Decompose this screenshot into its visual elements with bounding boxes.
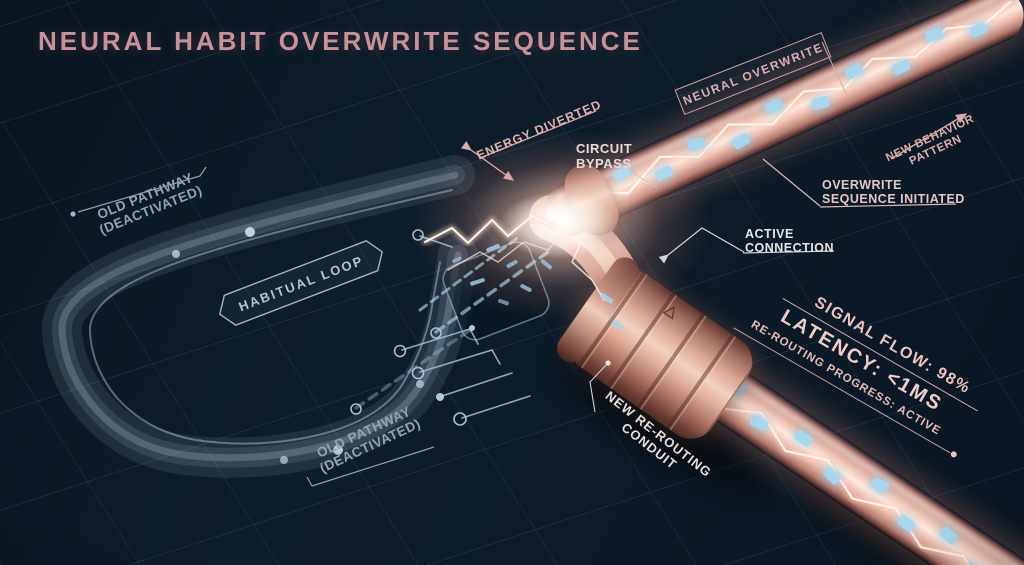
infographic-canvas: △ <box>0 0 1024 565</box>
vignette-overlay <box>0 0 1024 565</box>
